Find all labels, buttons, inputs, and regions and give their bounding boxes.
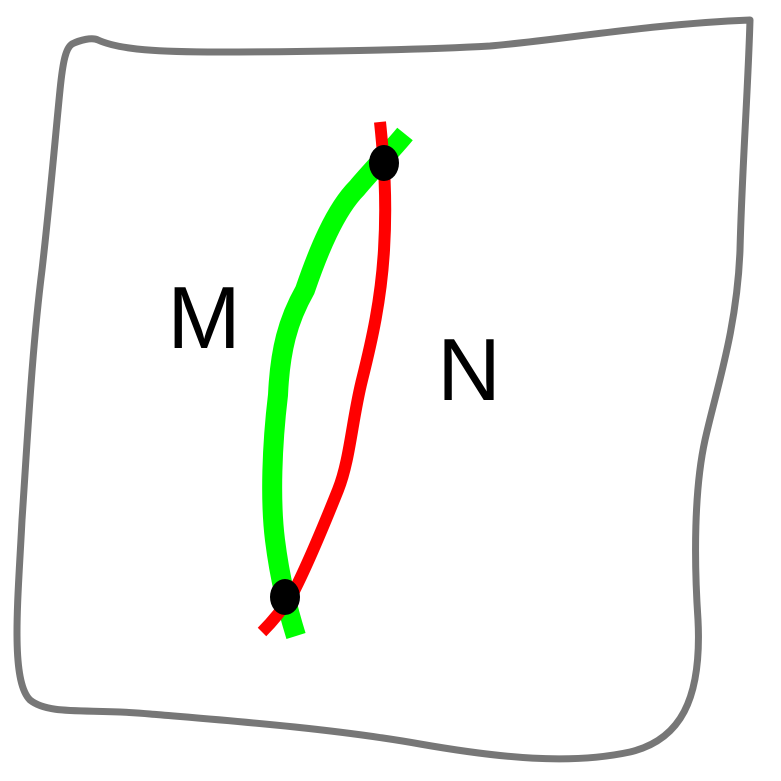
label-m: M [167,268,240,367]
label-n: N [437,320,501,419]
bottom-intersection-point [270,579,300,615]
green-curve [262,127,413,639]
top-intersection-point [369,145,399,181]
sheet-outline [13,16,754,763]
